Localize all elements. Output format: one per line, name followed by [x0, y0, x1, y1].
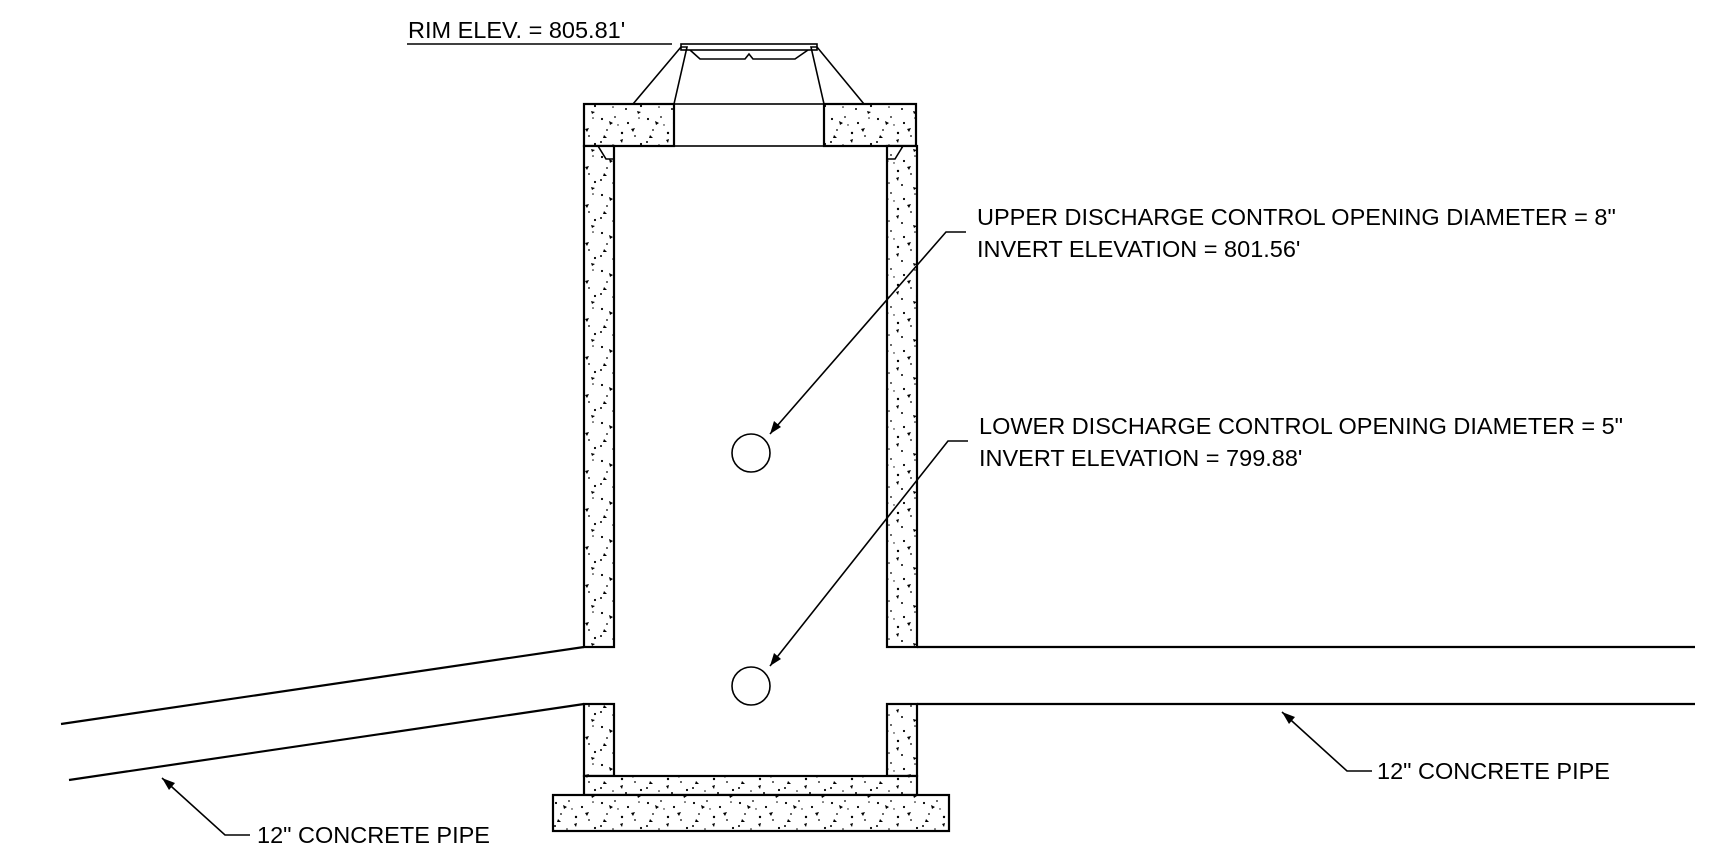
left-wall — [582, 144, 616, 778]
upper-opening-label-line2: INVERT ELEVATION = 801.56' — [977, 236, 1300, 262]
lower-opening-label-line1: LOWER DISCHARGE CONTROL OPENING DIAMETER… — [979, 413, 1623, 439]
lower-opening-leader — [769, 440, 968, 667]
lower-opening-label-line2: INVERT ELEVATION = 799.88' — [979, 445, 1302, 471]
upper-opening-label-line1: UPPER DISCHARGE CONTROL OPENING DIAMETER… — [977, 204, 1616, 230]
right-wall — [885, 144, 919, 778]
pipe-right-label: 12" CONCRETE PIPE — [1377, 758, 1610, 784]
lower-control-opening — [731, 666, 771, 706]
top-slab — [582, 102, 918, 148]
pipe-left-leader — [161, 777, 250, 836]
rim-elevation-label: RIM ELEV. = 805.81' — [408, 17, 625, 43]
manhole-cover-grate — [673, 103, 825, 147]
upper-control-opening — [731, 433, 771, 473]
pipe-left-label: 12" CONCRETE PIPE — [257, 822, 490, 848]
base-slab — [551, 774, 951, 833]
pipe-right — [917, 645, 1695, 706]
manhole-frame — [632, 43, 865, 105]
upper-opening-leader — [769, 231, 966, 435]
pipe-left — [60, 645, 585, 782]
pipe-right-leader — [1281, 711, 1372, 772]
